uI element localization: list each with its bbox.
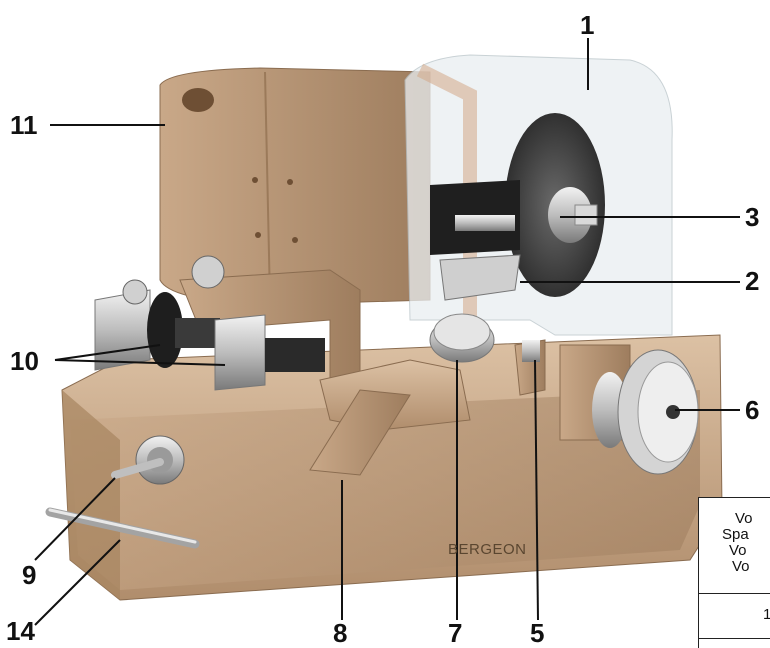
machine-base (61, 334, 723, 601)
callout-3: 3 (745, 202, 760, 232)
hand-wheel (559, 344, 699, 475)
callout-9: 9 (22, 560, 37, 590)
brand-label: BERGEON (448, 541, 527, 558)
callout-8: 8 (333, 618, 348, 648)
leader-9 (34, 477, 116, 561)
callout-10: 10 (10, 346, 39, 376)
leader-10b (54, 359, 226, 366)
callout-7: 7 (448, 618, 463, 648)
leader-14 (34, 539, 121, 626)
clamp-assembly (94, 255, 325, 391)
callout-11: 11 (10, 110, 38, 140)
callout-6: 6 (745, 395, 760, 425)
table-header-line: Vo (729, 542, 747, 559)
table-cell-value: 1 (763, 606, 770, 623)
leader-10a (54, 344, 161, 361)
callout-1: 1 (580, 10, 595, 40)
callout-2: 2 (745, 266, 760, 296)
locking-screw (514, 339, 546, 396)
table-header-line: Spa (722, 526, 749, 543)
table-header-line: Vo (732, 558, 750, 575)
callout-14: 14 (6, 616, 35, 646)
power-switch (111, 435, 185, 485)
leader-5 (534, 359, 539, 621)
motor-housing (159, 67, 431, 306)
callout-5: 5 (530, 618, 545, 648)
tool-rest (430, 180, 521, 301)
table-header-line: Vo (735, 510, 753, 527)
leader-lines (34, 38, 740, 626)
adjustment-knob (429, 313, 495, 363)
spec-table-fragment: Vo Spa Vo Vo 1 (698, 497, 770, 648)
table-cell: 1 (699, 594, 770, 639)
table-header: Vo Spa Vo Vo (699, 498, 770, 594)
spare-pin (45, 507, 200, 549)
grinding-wheel (505, 113, 605, 297)
arm (179, 269, 471, 476)
